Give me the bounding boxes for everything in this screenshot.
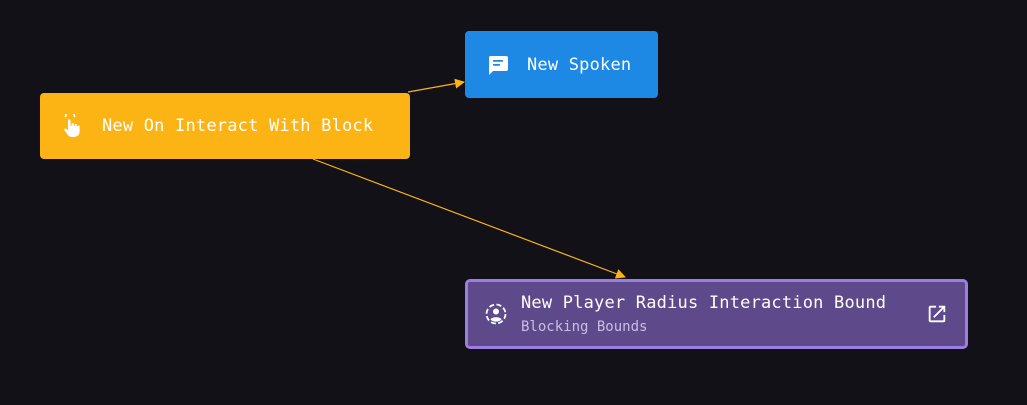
touch-hand-icon (62, 114, 82, 138)
node-subtitle: Blocking Bounds (521, 319, 648, 335)
node-label: New Spoken (527, 54, 632, 75)
node-player-radius-interaction-bound[interactable]: New Player Radius Interaction Bound Bloc… (465, 279, 968, 349)
node-new-spoken[interactable]: New Spoken (465, 31, 658, 98)
node-on-interact-with-block[interactable]: New On Interact With Block (40, 93, 410, 159)
open-in-new-icon[interactable] (925, 302, 949, 326)
chat-bubble-icon (486, 53, 510, 77)
node-text: New Player Radius Interaction Bound Bloc… (521, 293, 925, 335)
edge-interact-to-spoken (407, 78, 465, 93)
node-label: New On Interact With Block (102, 116, 374, 136)
edge-interact-to-radius (312, 158, 626, 279)
player-radius-icon (484, 302, 508, 326)
node-label: New Player Radius Interaction Bound (521, 293, 887, 313)
